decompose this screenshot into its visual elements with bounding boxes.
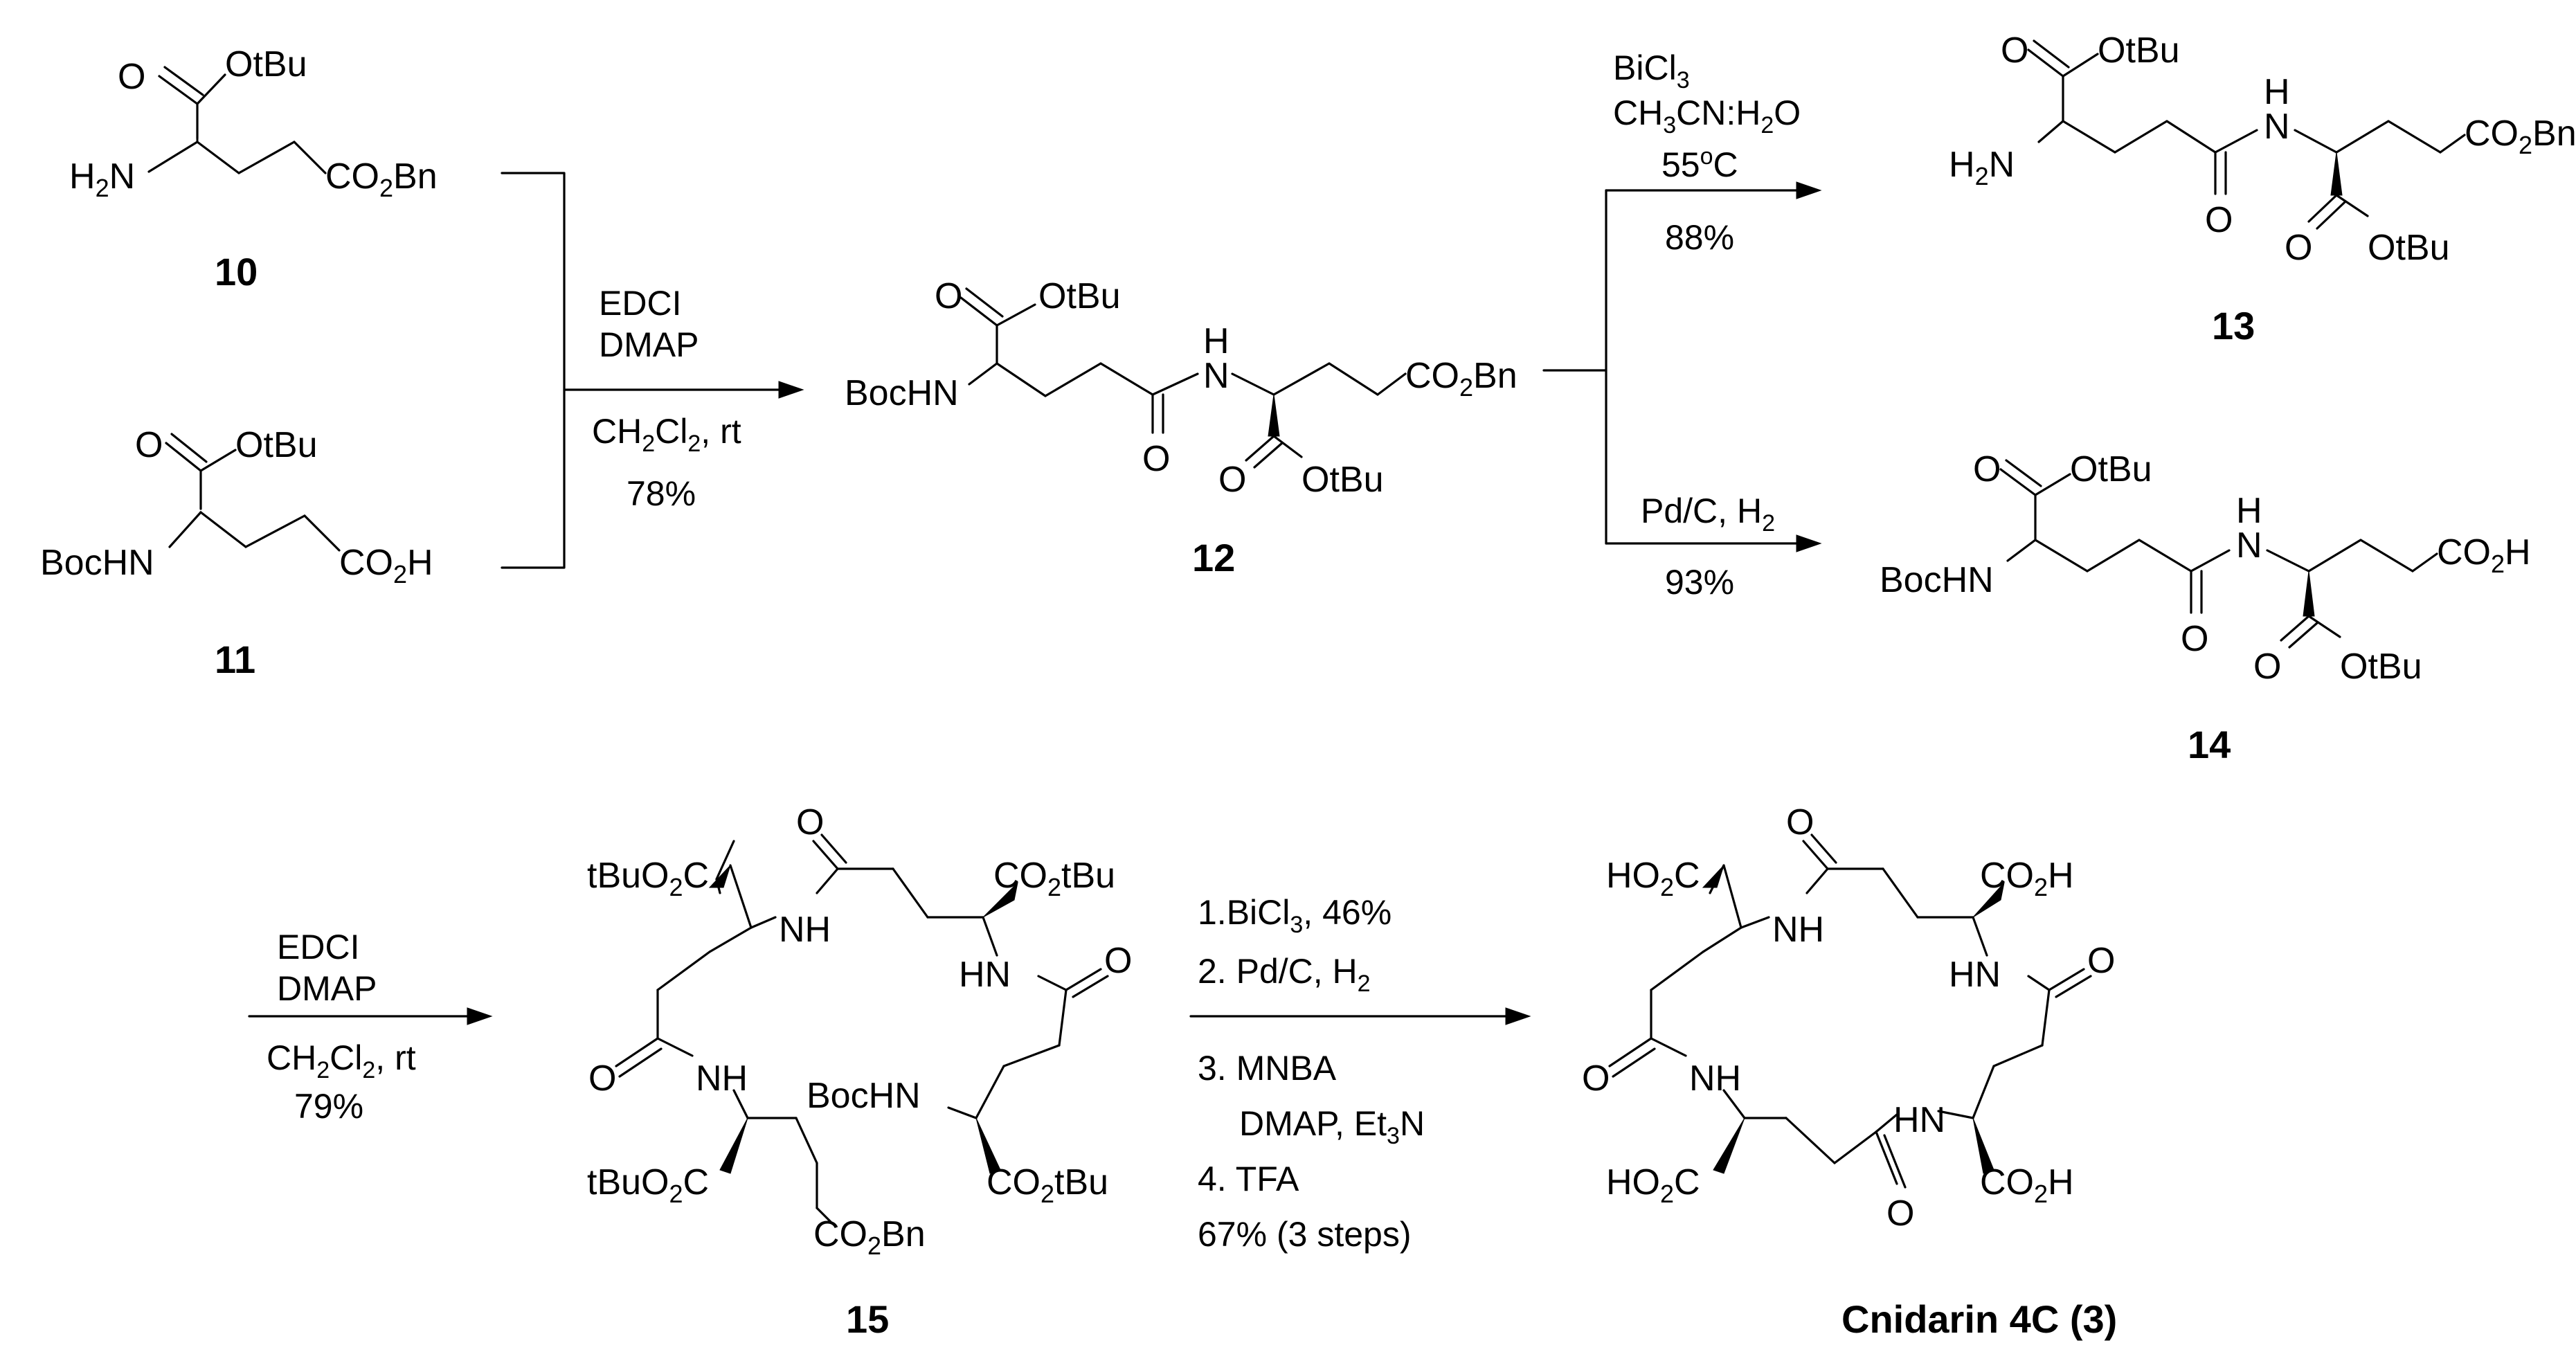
compound-12: O OtBu BocHN O H N O OtBu CO2Bn 12	[845, 276, 1517, 579]
co2bn-label: CO2Bn	[325, 156, 438, 202]
oxygen-label: O	[2181, 619, 2208, 659]
nh-n-label: N	[1203, 356, 1230, 396]
otbu-label: OtBu	[225, 44, 307, 84]
h2n-label: H2N	[69, 156, 135, 202]
nh-h-label: H	[2264, 72, 2290, 112]
reagent-step2b-yield: 93%	[1665, 563, 1734, 602]
oxygen-label: O	[2001, 30, 2028, 71]
reagent-step3-line3: CH2Cl2, rt	[267, 1038, 416, 1083]
oxygen-label: O	[135, 425, 163, 465]
co2tbu-label: CO2tBu	[993, 856, 1115, 901]
bochn-label: BocHN	[40, 543, 154, 583]
oxygen-label: O	[1886, 1193, 1914, 1234]
bochn-label: BocHN	[807, 1076, 921, 1116]
co2h-label: CO2H	[339, 543, 433, 588]
reagent-step3-line1: EDCI	[277, 928, 359, 966]
ho2c-label: HO2C	[1606, 1162, 1700, 1208]
co2bn-label: CO2Bn	[1405, 356, 1517, 402]
otbu-label: OtBu	[2070, 449, 2152, 489]
compound-label-15: 15	[846, 1297, 889, 1341]
oxygen-label: O	[1973, 449, 2001, 489]
otbu-label: OtBu	[1301, 460, 1384, 500]
nh-label: NH	[1689, 1058, 1741, 1099]
compound-label-13: 13	[2212, 304, 2255, 348]
compound-15: tBuO2C O NH CO2tBu HN O O NH BocHN tBuO2…	[587, 802, 1132, 1341]
compound-label-3: Cnidarin 4C (3)	[1841, 1297, 2117, 1341]
otbu-label: OtBu	[235, 425, 318, 465]
otbu-label: OtBu	[1038, 276, 1121, 316]
nh-n-label: N	[2236, 525, 2262, 566]
co2tbu-label: CO2tBu	[987, 1162, 1108, 1208]
reagent-step4-yield: 67% (3 steps)	[1198, 1215, 1411, 1254]
oxygen-label: O	[118, 57, 145, 97]
hn-label: HN	[1893, 1100, 1945, 1140]
oxygen-label: O	[1104, 941, 1132, 981]
reagent-step4-s3: 3. MNBA	[1198, 1049, 1337, 1088]
compound-label-14: 14	[2188, 723, 2231, 766]
reagent-step1-line2: DMAP	[599, 325, 699, 364]
compound-label-11: 11	[215, 638, 255, 681]
arrow-step4	[1189, 1007, 1531, 1025]
reagent-step2a-line1: BiCl3	[1613, 48, 1690, 93]
co2bn-label: CO2Bn	[813, 1214, 926, 1260]
oxygen-label: O	[2253, 647, 2281, 687]
bochn-label: BocHN	[845, 373, 959, 413]
hn-label: HN	[959, 955, 1011, 995]
oxygen-label: O	[2285, 228, 2312, 268]
co2h-label: CO2H	[1980, 856, 2074, 901]
oxygen-label: O	[588, 1058, 616, 1099]
reagent-step1-line3: CH2Cl2, rt	[592, 412, 741, 457]
reagent-step3-yield: 79%	[294, 1087, 363, 1126]
compound-11: O OtBu BocHN CO2H 11	[40, 425, 433, 681]
co2h-label: CO2H	[2437, 532, 2531, 578]
oxygen-label: O	[935, 276, 962, 316]
reagent-step4-s4: 4. TFA	[1198, 1160, 1299, 1198]
reagent-step1-line1: EDCI	[599, 284, 681, 323]
nh-h-label: H	[2236, 491, 2262, 531]
co2h-label: CO2H	[1980, 1162, 2074, 1208]
otbu-label: OtBu	[2368, 228, 2450, 268]
arrow-step2	[1542, 181, 1822, 552]
nh-label: NH	[1772, 910, 1824, 950]
reagent-step4-s2: 2. Pd/C, H2	[1198, 952, 1371, 997]
reagent-step4-s3b: DMAP, Et3N	[1239, 1104, 1425, 1149]
oxygen-label: O	[1786, 802, 1814, 842]
co2bn-label: CO2Bn	[2465, 114, 2576, 159]
compound-14: O OtBu BocHN O H N O OtBu CO2H 14	[1880, 449, 2531, 766]
compound-3: HO2C O NH CO2H HN O O NH HN HO2C CO2H O …	[1582, 802, 2117, 1341]
hn-label: HN	[1949, 955, 2001, 995]
nh-label: NH	[779, 910, 831, 950]
otbu-label: OtBu	[2340, 647, 2422, 687]
bochn-label: BocHN	[1880, 560, 1994, 600]
oxygen-label: O	[2205, 200, 2233, 240]
compound-13: O OtBu H2N O H N O OtBu CO2Bn 13	[1949, 30, 2576, 348]
oxygen-label: O	[1142, 439, 1170, 479]
compound-label-10: 10	[215, 250, 258, 294]
compound-10: O OtBu H2N CO2Bn 10	[69, 44, 438, 294]
ho2c-label: HO2C	[1606, 856, 1700, 901]
compound-label-12: 12	[1192, 536, 1235, 579]
oxygen-label: O	[1218, 460, 1246, 500]
tbuo2c-label: tBuO2C	[587, 856, 709, 901]
nh-n-label: N	[2264, 107, 2290, 147]
reagent-step2a-line3: 55oC	[1661, 143, 1738, 184]
oxygen-label: O	[1582, 1058, 1610, 1099]
arrow-step3	[248, 1007, 493, 1025]
otbu-label: OtBu	[2098, 30, 2180, 71]
reagent-step2a-yield: 88%	[1665, 218, 1734, 257]
h2n-label: H2N	[1949, 145, 2015, 190]
reagent-step3-line2: DMAP	[277, 969, 377, 1008]
nh-label: NH	[696, 1058, 748, 1099]
oxygen-label: O	[796, 802, 824, 842]
arrow-step1	[501, 172, 804, 569]
reagent-step4-s1: 1.BiCl3, 46%	[1198, 893, 1391, 938]
tbuo2c-label: tBuO2C	[587, 1162, 709, 1208]
reagent-step1-yield: 78%	[627, 474, 696, 513]
nh-h-label: H	[1203, 321, 1230, 361]
oxygen-label: O	[2087, 941, 2115, 981]
reagent-step2b-line1: Pd/C, H2	[1641, 492, 1775, 537]
reagent-step2a-line2: CH3CN:H2O	[1613, 93, 1801, 138]
